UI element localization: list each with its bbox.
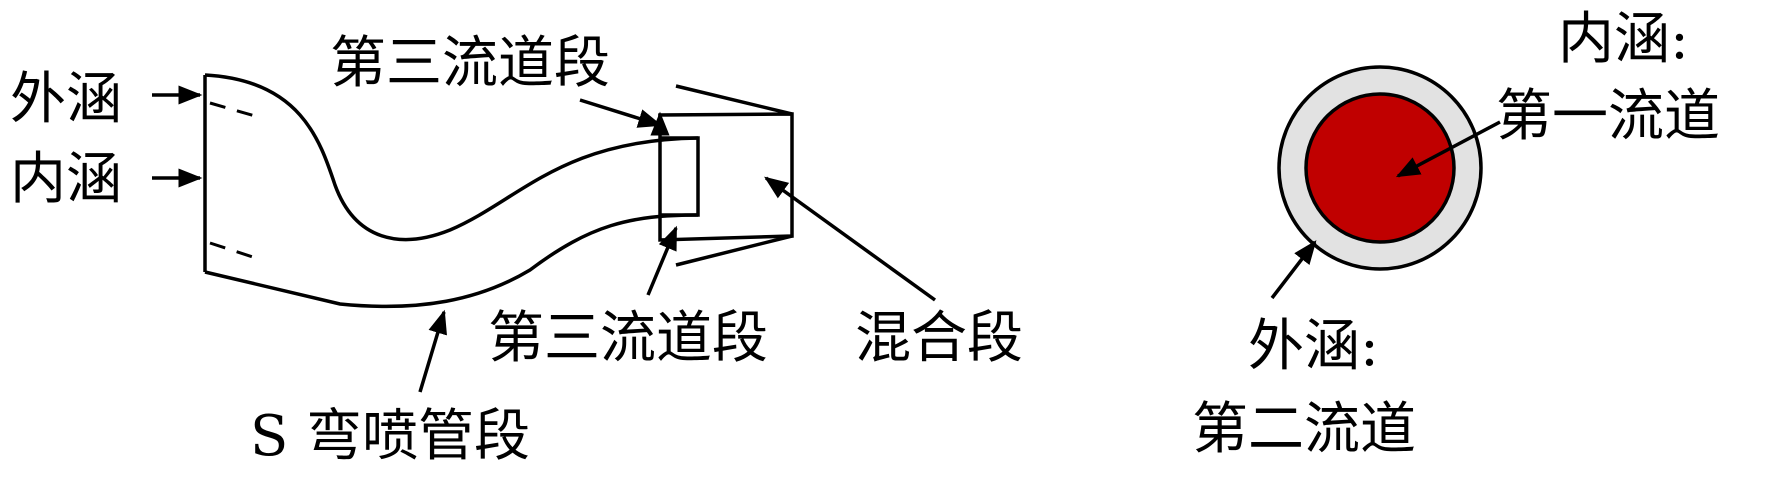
inner-core bbox=[1304, 92, 1456, 244]
mixing-flap-bottom bbox=[675, 234, 793, 267]
label-third-channel-bottom: 第三流道段 bbox=[488, 306, 768, 371]
pointer-s-nozzle bbox=[418, 309, 447, 393]
label-mixing-section: 混合段 bbox=[855, 306, 1023, 371]
inner-exit bbox=[660, 136, 700, 217]
label-s-nozzle: S 弯喷管段 bbox=[250, 404, 530, 469]
third-channel-rect bbox=[658, 112, 794, 242]
label-outer-channel: 第二流道 bbox=[1192, 397, 1416, 462]
label-inner-bypass: 内涵 bbox=[10, 147, 122, 212]
pointer-third-bottom bbox=[646, 225, 678, 296]
pointer-inner-channel bbox=[1395, 120, 1501, 178]
label-outer-bypass: 外涵 bbox=[10, 67, 122, 132]
s-nozzle-outline bbox=[203, 73, 794, 309]
mixing-flap-top bbox=[675, 84, 793, 116]
label-inner-title: 内涵: bbox=[1558, 7, 1689, 72]
pointer-third-top bbox=[579, 98, 663, 128]
label-third-channel-top: 第三流道段 bbox=[330, 31, 610, 96]
label-outer-title: 外涵: bbox=[1248, 314, 1379, 379]
upper-wall bbox=[204, 73, 699, 242]
splitter-top bbox=[209, 101, 263, 120]
splitter-bottom bbox=[209, 241, 263, 262]
lower-wall bbox=[204, 213, 699, 309]
cross-section bbox=[1277, 65, 1483, 271]
pointer-outer-channel bbox=[1270, 240, 1317, 300]
label-inner-channel: 第一流道 bbox=[1496, 84, 1720, 149]
pointer-mixing bbox=[764, 176, 937, 302]
